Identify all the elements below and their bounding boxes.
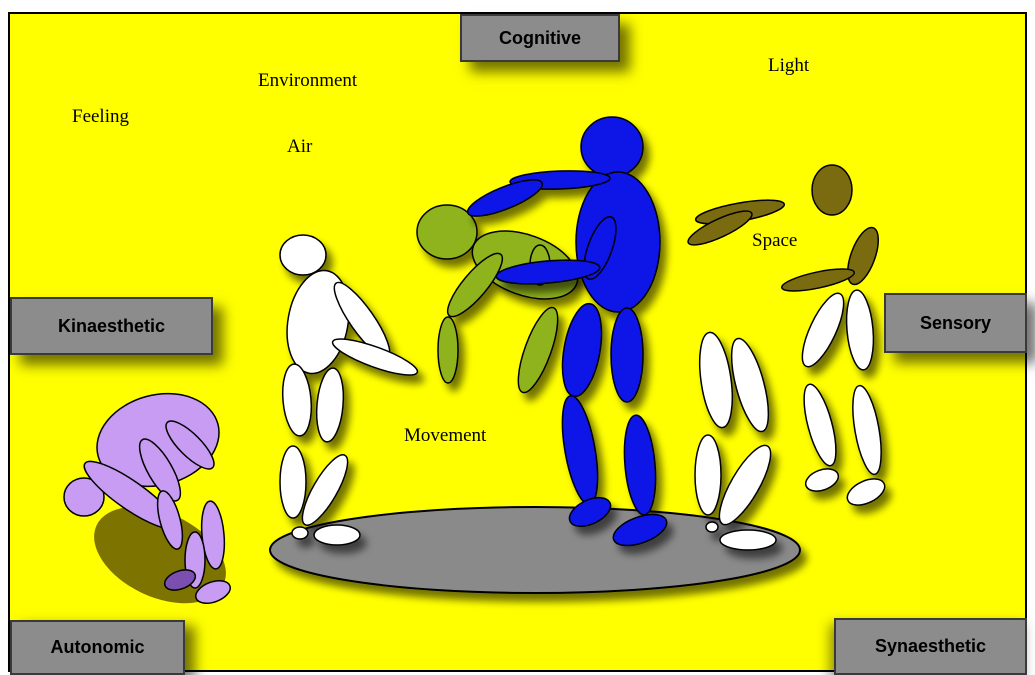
white-figure-right (794, 288, 888, 510)
word-feeling: Feeling (72, 106, 129, 128)
label-cognitive: Cognitive (460, 14, 620, 62)
label-autonomic: Autonomic (10, 620, 185, 675)
word-light: Light (768, 55, 809, 77)
label-sensory: Sensory (884, 293, 1027, 353)
label-kinaesthetic: Kinaesthetic (10, 297, 213, 355)
word-environment: Environment (258, 70, 357, 92)
label-synaesthetic: Synaesthetic (834, 618, 1027, 675)
word-movement: Movement (404, 425, 486, 447)
word-air: Air (287, 136, 312, 158)
word-space: Space (752, 230, 797, 252)
blue-figure (464, 117, 671, 552)
white-figure-left (279, 235, 420, 545)
green-figure (417, 205, 587, 397)
